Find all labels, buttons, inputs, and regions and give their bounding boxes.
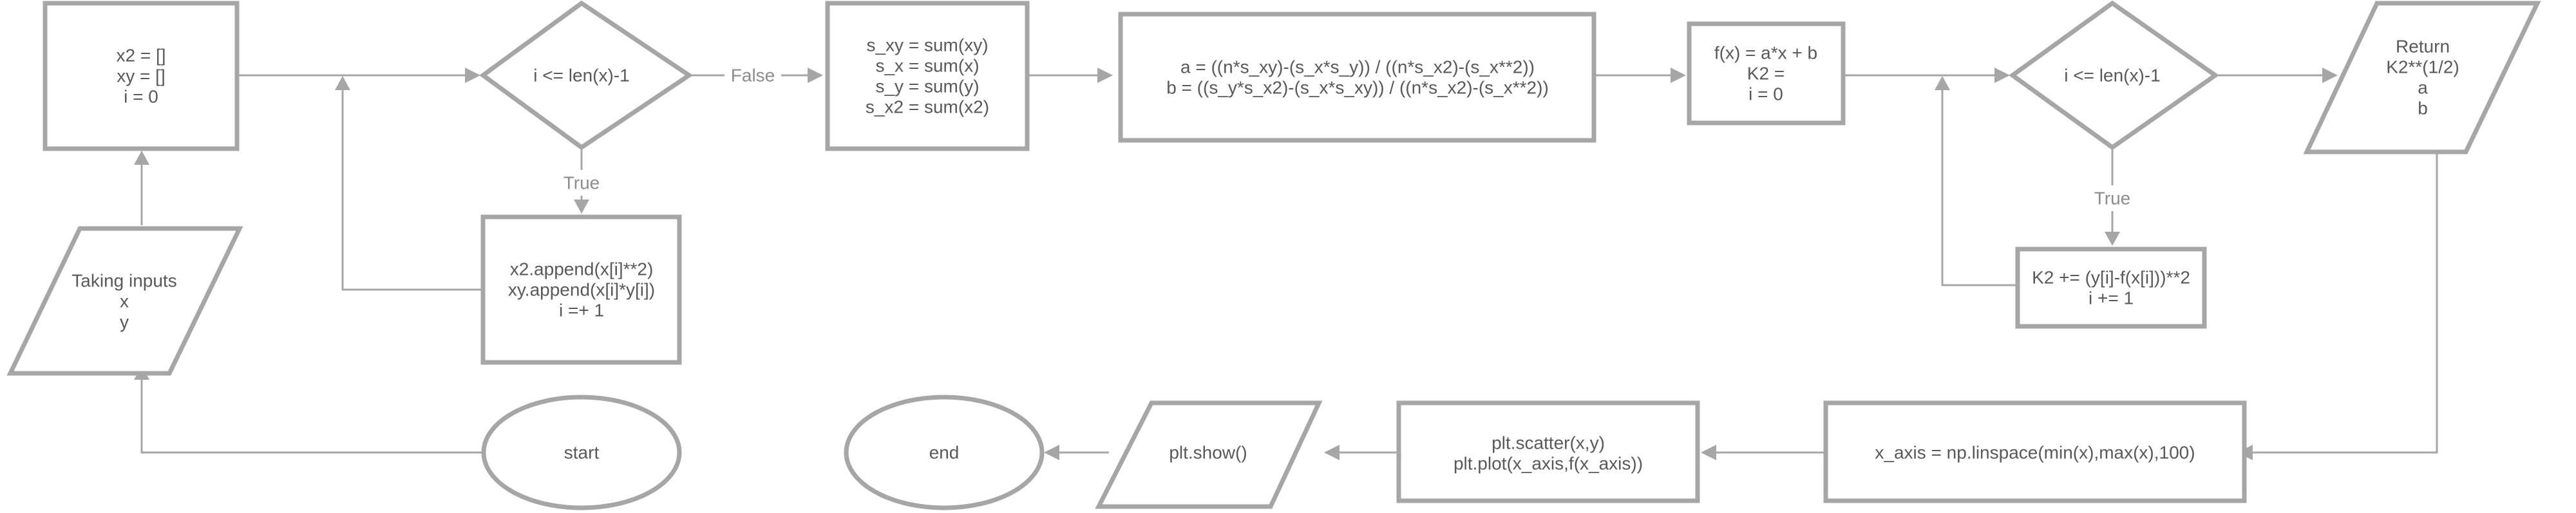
coef-line-0: a = ((n*s_xy)-(s_x*s_y)) / ((n*s_x2)-(s_… — [1180, 57, 1535, 77]
cond2-line-0: i <= len(x)-1 — [2064, 66, 2160, 86]
loop1-line-0: x2.append(x[i]**2) — [510, 259, 654, 279]
arrowhead-left-plot — [1701, 445, 1716, 460]
sums-line-3: s_x2 = sum(x2) — [866, 97, 989, 117]
connectors — [140, 74, 2438, 454]
ret-line-0: Return — [2396, 37, 2450, 57]
cond1-text: i <= len(x)-1 — [533, 66, 629, 86]
cond1-line-0: i <= len(x)-1 — [533, 66, 629, 86]
edge-label-false: False — [731, 66, 775, 86]
return-parallelogram — [2303, 1, 2541, 154]
arrowhead-left-end — [1044, 445, 1059, 460]
end-line-0: end — [929, 443, 960, 463]
show-text: plt.show() — [1169, 443, 1247, 463]
show-parallelogram — [1095, 400, 1323, 509]
plot-line-1: plt.plot(x_axis,f(x_axis)) — [1454, 454, 1643, 474]
cond1-diamond — [479, 0, 694, 151]
show-line-0: plt.show() — [1169, 443, 1247, 463]
loop2-box — [2015, 247, 2207, 329]
start-text: start — [564, 443, 600, 463]
edge-label-true-2: True — [2094, 189, 2131, 209]
start-oval — [481, 395, 682, 510]
inputs-parallelogram — [6, 226, 243, 376]
loop2-line-0: K2 += (y[i]-f(x[i]))**2 — [2032, 268, 2190, 288]
arrowhead-left-show — [1324, 445, 1340, 460]
sums-text: s_xy = sum(xy)s_x = sum(x)s_y = sum(y)s_… — [866, 35, 989, 117]
ret-line-1: K2**(1/2) — [2386, 57, 2459, 77]
ret-line-2: a — [2418, 78, 2428, 98]
edge-loop2-return — [1941, 84, 2018, 286]
plot-box — [1396, 400, 1700, 503]
loop1-line-2: i =+ 1 — [559, 301, 604, 321]
loop1-box — [480, 214, 682, 365]
inputs-line-0: Taking inputs — [71, 271, 176, 291]
end-oval — [844, 395, 1045, 510]
xaxis-box — [1823, 400, 2247, 503]
plot-line-0: plt.scatter(x,y) — [1492, 433, 1605, 453]
init2-line-0: f(x) = a*x + b — [1714, 43, 1817, 63]
coef-line-1: b = ((s_y*s_x2)-(s_x*s_xy)) / ((n*s_x2)-… — [1166, 78, 1549, 98]
init1-text: x2 = []xy = []i = 0 — [116, 46, 166, 107]
shapes — [6, 0, 2541, 510]
start-line-0: start — [564, 443, 600, 463]
arrowhead-right-coef — [1097, 68, 1113, 83]
arrowhead-right-cond1 — [465, 68, 480, 83]
arrowhead-right-return — [2322, 68, 2338, 83]
init2-line-2: i = 0 — [1748, 84, 1783, 104]
init2-line-1: K2 = — [1747, 64, 1785, 84]
coef-text: a = ((n*s_xy)-(s_x*s_y)) / ((n*s_x2)-(s_… — [1166, 57, 1549, 98]
cond2-text: i <= len(x)-1 — [2064, 66, 2160, 86]
coef-box — [1118, 12, 1596, 143]
sums-box — [825, 1, 1030, 151]
init1-line-1: xy = [] — [117, 66, 165, 86]
node-texts: x2 = []xy = []i = 0 i <= len(x)-1 s_xy =… — [71, 35, 2459, 474]
edge-loop1-return — [341, 84, 483, 291]
sums-line-1: s_x = sum(x) — [875, 56, 979, 76]
arrowhead-right-sums — [808, 68, 823, 83]
arrowhead-up-loop1-return — [335, 76, 350, 90]
edge-labels: False True True — [555, 62, 2139, 211]
end-text: end — [929, 443, 960, 463]
cond2-diamond — [2009, 0, 2220, 151]
arrowhead-up-init1 — [134, 151, 149, 165]
arrowhead-right-cond2 — [1994, 68, 2010, 83]
arrowheads — [134, 68, 2338, 460]
edge-label-true-1: True — [564, 173, 600, 193]
loop2-line-1: i += 1 — [2088, 288, 2134, 308]
loop1-text: x2.append(x[i]**2)xy.append(x[i]*y[i])i … — [508, 259, 655, 321]
plot-text: plt.scatter(x,y)plt.plot(x_axis,f(x_axis… — [1454, 433, 1643, 474]
sums-line-0: s_xy = sum(xy) — [866, 35, 988, 55]
loop1-line-1: xy.append(x[i]*y[i]) — [508, 280, 655, 300]
arrowhead-right-init2 — [1671, 68, 1686, 83]
inputs-line-1: x — [120, 292, 129, 312]
init2-box — [1687, 21, 1846, 126]
init1-box — [43, 1, 240, 151]
init1-line-0: x2 = [] — [116, 46, 166, 66]
arrowhead-down-loop1 — [574, 200, 589, 214]
xaxis-text: x_axis = np.linspace(min(x),max(x),100) — [1875, 443, 2195, 463]
edge-start-to-inputs — [140, 377, 483, 454]
arrowhead-down-loop2 — [2105, 232, 2120, 246]
arrowhead-up-loop2-return — [1935, 76, 1950, 90]
inputs-line-2: y — [120, 312, 129, 332]
xaxis-line-0: x_axis = np.linspace(min(x),max(x),100) — [1875, 443, 2195, 463]
edge-return-to-xaxis — [2244, 152, 2438, 454]
sums-line-2: s_y = sum(y) — [875, 77, 979, 97]
ret-line-3: b — [2418, 98, 2428, 118]
init1-line-2: i = 0 — [124, 87, 158, 107]
